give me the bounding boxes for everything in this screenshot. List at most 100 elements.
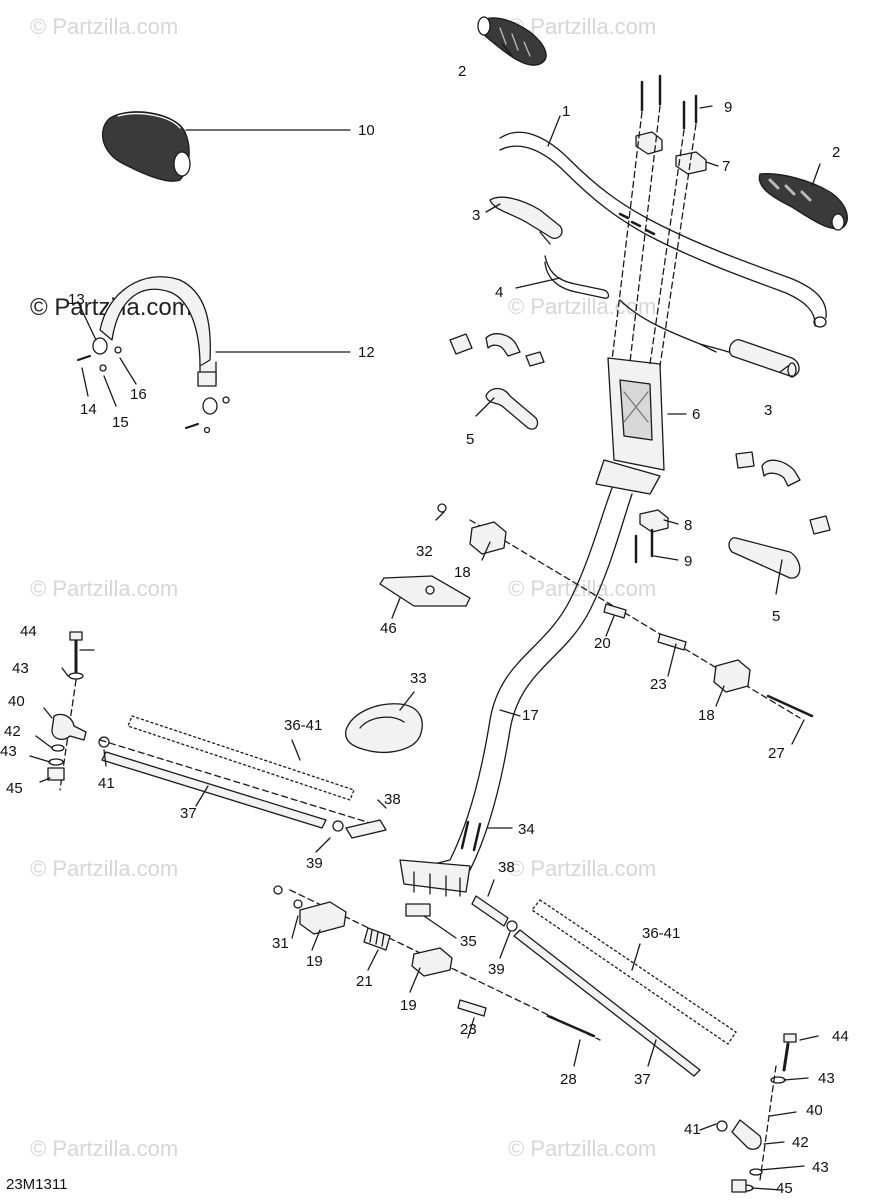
riser-6-part — [607, 357, 665, 471]
callout-44: 44 — [832, 1028, 849, 1045]
callout-15: 15 — [112, 414, 129, 431]
callout-9: 9 — [684, 553, 693, 570]
callout-44: 44 — [20, 623, 37, 640]
assembly-lines — [59, 105, 801, 1181]
ball-joint-40-left — [51, 713, 110, 748]
bolt-27 — [766, 694, 814, 718]
bushing-35 — [405, 903, 431, 917]
watermark: © Partzilla.com — [30, 576, 179, 601]
callout-28: 28 — [560, 1071, 577, 1088]
watermark: © Partzilla.com — [508, 294, 657, 319]
spacer-23 — [457, 633, 687, 1017]
clamp-7-part — [635, 131, 707, 533]
callout-7: 7 — [722, 158, 731, 175]
callout-37: 37 — [180, 805, 197, 822]
callout-43: 43 — [12, 660, 29, 677]
callout-35: 35 — [460, 933, 477, 950]
watermark: © Partzilla.com — [30, 1136, 179, 1161]
callout-19: 19 — [400, 997, 417, 1014]
callout-33: 33 — [410, 670, 427, 687]
bushing-18-lower — [713, 659, 751, 693]
callout-5: 5 — [466, 431, 475, 448]
tie-rod-37-right — [513, 929, 701, 1077]
pad-10-part — [101, 111, 191, 182]
callout-6: 6 — [692, 406, 701, 423]
callout-23: 23 — [460, 1021, 477, 1038]
tie-rod-36-41-right — [531, 899, 737, 1045]
bushing-19 — [273, 885, 453, 977]
ball-joint-38-right — [471, 895, 518, 932]
callout-16: 16 — [130, 386, 147, 403]
bolts-34 — [460, 820, 482, 852]
callout-20: 20 — [594, 635, 611, 652]
grip-top-part — [477, 16, 547, 66]
spacer-20 — [603, 603, 627, 619]
callout-1: 1 — [562, 103, 571, 120]
ball-joint-38-left — [332, 819, 387, 839]
callout-23: 23 — [650, 676, 667, 693]
callout-43: 43 — [818, 1070, 835, 1087]
callout-42: 42 — [4, 723, 21, 740]
callout-39: 39 — [488, 961, 505, 978]
tube-3-right-part — [728, 339, 800, 378]
tie-rod-36-41-left — [127, 715, 355, 801]
watermark: © Partzilla.com — [508, 576, 657, 601]
callout-27: 27 — [768, 745, 785, 762]
plate-46-part — [379, 575, 471, 607]
grip-right-part — [758, 173, 848, 231]
callout-18: 18 — [454, 564, 471, 581]
bolts-9 — [634, 74, 698, 564]
callout-34: 34 — [518, 821, 535, 838]
callout-5: 5 — [772, 608, 781, 625]
ball-joint-40-right — [716, 1119, 762, 1150]
watermark: © Partzilla.com — [508, 1136, 657, 1161]
watermark: © Partzilla.com — [508, 856, 657, 881]
bushing-18-upper — [437, 503, 507, 555]
callout-36-41: 36-41 — [642, 925, 681, 942]
callout-17: 17 — [522, 707, 539, 724]
tie-rod-37-left — [101, 751, 327, 829]
callout-19: 19 — [306, 953, 323, 970]
leader-lines — [29, 43, 821, 1191]
callout-10: 10 — [358, 122, 375, 139]
callout-42: 42 — [792, 1134, 809, 1151]
watermark: © Partzilla.com — [30, 856, 179, 881]
callout-38: 38 — [498, 859, 515, 876]
callout-31: 31 — [272, 935, 289, 952]
callout-3: 3 — [764, 402, 773, 419]
spacer-21 — [363, 927, 391, 951]
callout-14: 14 — [80, 401, 97, 418]
callout-37: 37 — [634, 1071, 651, 1088]
callout-38: 38 — [384, 791, 401, 808]
callout-45: 45 — [776, 1180, 793, 1197]
pad-12-part — [99, 276, 217, 387]
callout-36-41: 36-41 — [284, 717, 323, 734]
cover-33-part — [344, 703, 423, 753]
callout-41: 41 — [684, 1121, 701, 1138]
callout-32: 32 — [416, 543, 433, 560]
callout-43: 43 — [0, 743, 17, 760]
callout-45: 45 — [6, 780, 23, 797]
callout-12: 12 — [358, 344, 375, 361]
bolt-28 — [546, 1014, 596, 1038]
callout-46: 46 — [380, 620, 397, 637]
sleeve-left-part — [449, 333, 545, 430]
callout-3: 3 — [472, 207, 481, 224]
fasteners-left — [47, 631, 84, 781]
tube-3-upper-part — [489, 196, 563, 245]
callout-41: 41 — [98, 775, 115, 792]
watermark: © Partzilla.com — [30, 14, 179, 39]
callout-8: 8 — [684, 517, 693, 534]
clamp-hardware — [77, 337, 230, 434]
callout-2: 2 — [458, 63, 467, 80]
diagram-code: 23M1311 — [6, 1176, 68, 1193]
callout-39: 39 — [306, 855, 323, 872]
callout-4: 4 — [495, 284, 504, 301]
callout-21: 21 — [356, 973, 373, 990]
callout-9: 9 — [724, 99, 733, 116]
callout-18: 18 — [698, 707, 715, 724]
sleeve-right-part — [728, 451, 831, 579]
callout-40: 40 — [806, 1102, 823, 1119]
